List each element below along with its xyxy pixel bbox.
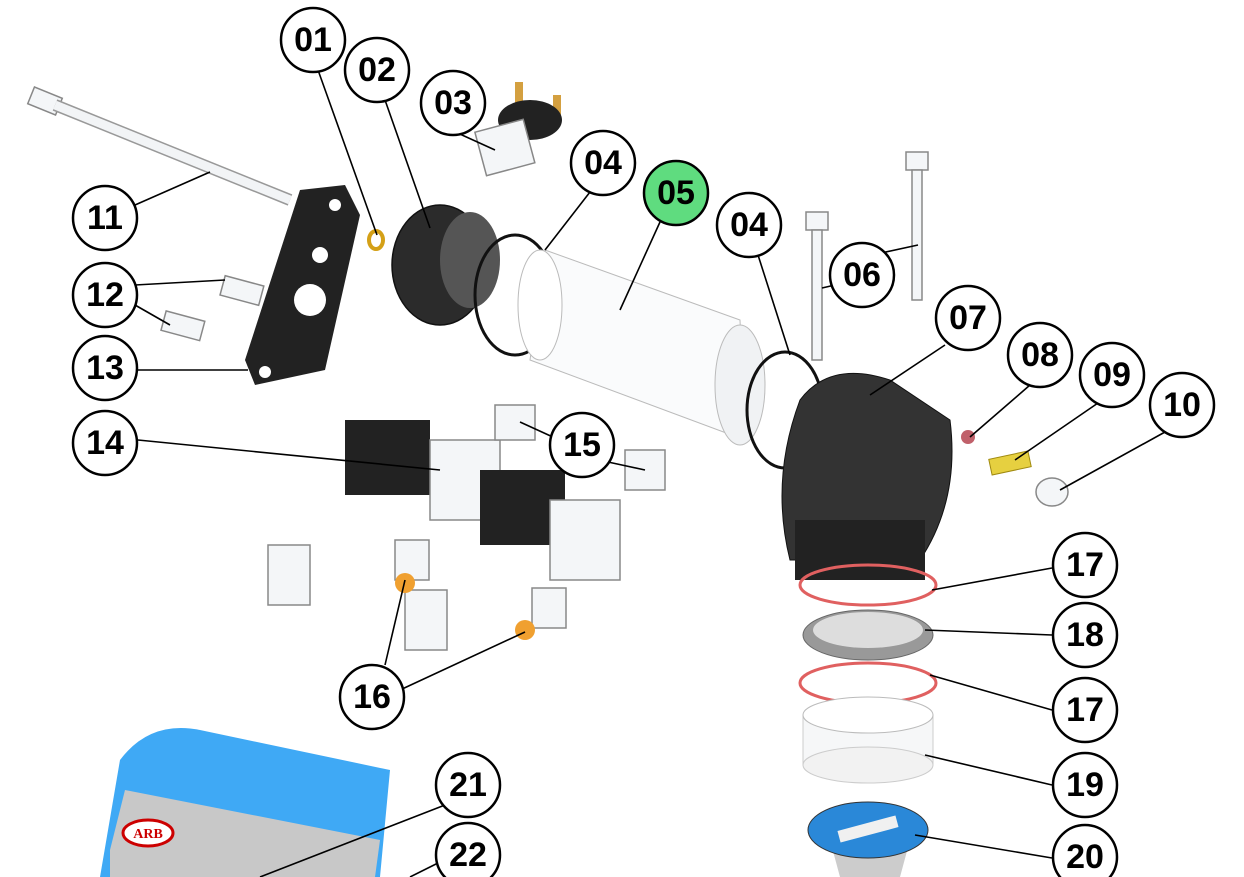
- callout-03[interactable]: 03: [419, 69, 487, 137]
- valve-08-part: [961, 430, 975, 444]
- svg-text:16: 16: [353, 678, 391, 716]
- valve-plate-18-part: [802, 609, 934, 661]
- svg-text:05: 05: [657, 174, 695, 212]
- callout-05-highlighted[interactable]: 05: [642, 159, 710, 227]
- svg-text:10: 10: [1163, 386, 1201, 424]
- callout-04b[interactable]: 04: [715, 191, 783, 259]
- callout-12[interactable]: 12: [71, 261, 139, 329]
- svg-text:15: 15: [563, 426, 601, 464]
- svg-text:21: 21: [449, 766, 487, 804]
- o-ring-17a-part: [798, 563, 938, 607]
- cylinder-head-07-part: [781, 372, 953, 580]
- svg-text:01: 01: [294, 21, 332, 59]
- svg-text:04: 04: [584, 144, 622, 182]
- cover-21-part: ARB: [100, 728, 390, 877]
- callout-09[interactable]: 09: [1078, 341, 1146, 409]
- svg-text:07: 07: [949, 299, 987, 337]
- arb-logo: [121, 818, 175, 848]
- callout-15[interactable]: 15: [548, 411, 616, 479]
- svg-text:06: 06: [843, 256, 881, 294]
- callout-16[interactable]: 16: [338, 663, 406, 731]
- fittings-16-part: [394, 539, 567, 640]
- cylinder-05-part: [517, 249, 766, 446]
- callout-02[interactable]: 02: [343, 36, 411, 104]
- svg-text:03: 03: [434, 84, 472, 122]
- callout-06[interactable]: 06: [828, 241, 896, 309]
- svg-text:ARB: ARB: [133, 827, 163, 842]
- callout-13[interactable]: 13: [71, 334, 139, 402]
- svg-text:04: 04: [730, 206, 768, 244]
- callout-08[interactable]: 08: [1006, 321, 1074, 389]
- mounting-bracket-part: [245, 185, 360, 385]
- leader-lines: [134, 69, 1166, 877]
- svg-text:11: 11: [87, 199, 123, 237]
- bolts-12-part: [160, 274, 265, 342]
- long-bolt-part: [26, 86, 293, 206]
- solenoid-valves-14-part: [267, 420, 621, 651]
- callout-11[interactable]: 11: [71, 184, 139, 252]
- pressure-switch-part: [473, 82, 562, 177]
- svg-text:02: 02: [358, 51, 396, 89]
- svg-text:22: 22: [449, 836, 487, 874]
- svg-text:17: 17: [1066, 691, 1104, 729]
- sleeve-19-part: [802, 696, 934, 784]
- piston-20-part: [807, 801, 929, 877]
- callout-17b[interactable]: 17: [1051, 676, 1119, 744]
- svg-text:20: 20: [1066, 838, 1104, 876]
- spring-09-part: [988, 450, 1032, 476]
- callout-22[interactable]: 22: [434, 821, 502, 877]
- callout-14[interactable]: 14: [71, 409, 139, 477]
- svg-text:13: 13: [86, 349, 124, 387]
- svg-text:09: 09: [1093, 356, 1131, 394]
- callout-07[interactable]: 07: [934, 284, 1002, 352]
- callout-18[interactable]: 18: [1051, 601, 1119, 669]
- callout-01[interactable]: 01: [279, 6, 347, 74]
- callout-20[interactable]: 20: [1051, 823, 1119, 877]
- fittings-15-part: [494, 404, 666, 491]
- cylinder-head-02-part: [391, 204, 500, 326]
- callout-10[interactable]: 10: [1148, 371, 1216, 439]
- svg-text:08: 08: [1021, 336, 1059, 374]
- callout-04a[interactable]: 04: [569, 129, 637, 197]
- svg-text:17: 17: [1066, 546, 1104, 584]
- plug-10-part: [1035, 477, 1069, 507]
- svg-text:12: 12: [86, 276, 124, 314]
- svg-text:18: 18: [1066, 616, 1104, 654]
- callout-19[interactable]: 19: [1051, 751, 1119, 819]
- svg-text:14: 14: [86, 424, 124, 462]
- callout-17a[interactable]: 17: [1051, 531, 1119, 599]
- svg-text:19: 19: [1066, 766, 1104, 804]
- callout-21[interactable]: 21: [434, 751, 502, 819]
- bolts-06-part: [805, 151, 929, 361]
